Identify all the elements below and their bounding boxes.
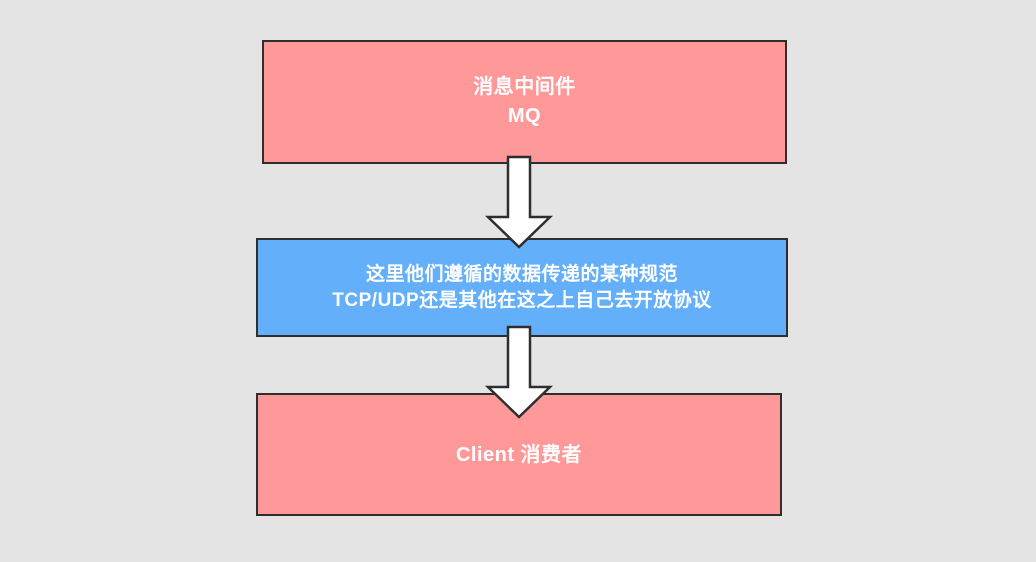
node-protocol-spec: 这里他们遵循的数据传递的某种规范 TCP/UDP还是其他在这之上自己去开放协议 bbox=[256, 238, 788, 337]
down-block-arrow-icon bbox=[484, 155, 554, 249]
node-protocol-spec-label-line2: TCP/UDP还是其他在这之上自己去开放协议 bbox=[332, 289, 712, 311]
node-client-consumer-label: Client 消费者 bbox=[455, 443, 583, 466]
down-block-arrow-icon bbox=[484, 325, 554, 419]
down-block-arrow-shape bbox=[484, 155, 554, 249]
node-message-middleware-label-line1: 消息中间件 bbox=[473, 76, 576, 98]
node-message-middleware-label-line2: MQ bbox=[507, 105, 542, 127]
node-message-middleware: 消息中间件 MQ bbox=[262, 40, 787, 164]
node-protocol-spec-label-line1: 这里他们遵循的数据传递的某种规范 bbox=[365, 263, 678, 285]
down-block-arrow-shape bbox=[484, 325, 554, 419]
